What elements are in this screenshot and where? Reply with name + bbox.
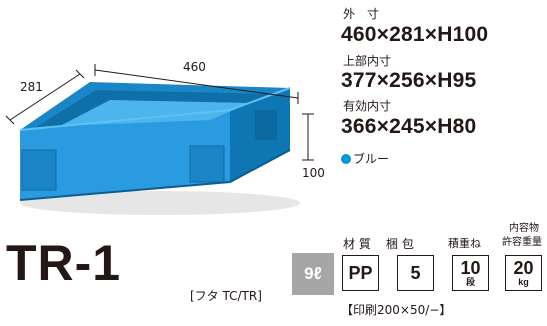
load-unit: kg (518, 277, 529, 287)
inner-top-dim-label: 上部内寸 (343, 54, 392, 68)
stack-unit: 段 (465, 277, 475, 287)
outer-dim-label: 外 寸 (343, 7, 380, 21)
dim-length-label: 460 (183, 60, 206, 74)
material-label: 材 質 (343, 237, 371, 251)
dim-width-label: 281 (20, 80, 43, 94)
crate-shadow (20, 191, 300, 215)
effective-dim-label: 有効内寸 (343, 99, 392, 113)
packing-value: 5 (410, 263, 421, 283)
load-label-bottom: 許容重量 (502, 237, 542, 248)
lid-note: [フタ TC/TR] (190, 289, 262, 303)
material-box: PP (342, 255, 379, 291)
print-note: 【印刷200×50/−】 (341, 303, 452, 317)
dimension-lines (5, 64, 314, 161)
load-box: 20 kg (505, 255, 542, 291)
stack-box: 10 段 (452, 255, 489, 291)
product-photo (5, 64, 314, 215)
color-name: ブルー (353, 152, 390, 166)
material-value: PP (348, 263, 373, 283)
capacity-badge: 9ℓ (292, 253, 334, 295)
stack-value: 10 (460, 258, 481, 278)
dim-height-label: 100 (302, 166, 325, 180)
stack-label: 積重ね (448, 237, 481, 250)
crate-illustration (19, 82, 291, 201)
model-name: TR-1 (6, 235, 122, 291)
color-dot-icon (341, 153, 351, 164)
color-spec: ブルー (341, 150, 389, 167)
packing-label: 梱 包 (386, 237, 414, 251)
packing-box: 5 (397, 255, 434, 291)
outer-dim-value: 460×281×H100 (341, 23, 489, 46)
load-value: 20 (513, 258, 534, 278)
load-label-top: 内容物 (509, 223, 539, 234)
effective-dim-value: 366×245×H80 (341, 115, 477, 138)
inner-top-dim-value: 377×256×H95 (341, 69, 477, 92)
